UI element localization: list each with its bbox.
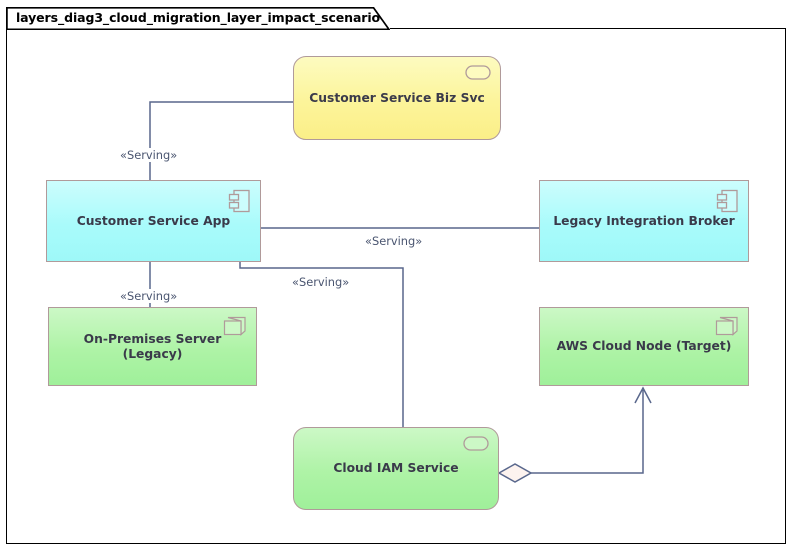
node-label: Customer Service App xyxy=(76,213,231,228)
connector-label-iam-to-app: «Serving» xyxy=(289,275,353,289)
connector-label-app-to-onprem: «Serving» xyxy=(117,289,181,303)
title-tab-shape xyxy=(6,7,391,30)
service-pill-icon xyxy=(463,436,489,451)
node-box-icon xyxy=(715,316,739,339)
node-box-icon xyxy=(223,316,247,339)
component-icon xyxy=(228,189,251,214)
node-label: Customer Service Biz Svc xyxy=(309,90,485,105)
node-label: AWS Cloud Node (Target) xyxy=(556,339,732,354)
service-pill-icon xyxy=(465,65,491,80)
node-legacy-integration-broker[interactable]: Legacy Integration Broker xyxy=(539,180,749,262)
node-customer-service-app[interactable]: Customer Service App xyxy=(46,180,261,262)
node-on-premises-server-legacy[interactable]: On-Premises Server (Legacy) xyxy=(48,307,257,386)
node-customer-service-biz-svc[interactable]: Customer Service Biz Svc xyxy=(293,56,501,140)
component-icon xyxy=(716,189,739,214)
diagram-title: layers_diag3_cloud_migration_layer_impac… xyxy=(16,10,381,25)
node-label: Cloud IAM Service xyxy=(333,461,459,476)
node-label: On-Premises Server (Legacy) xyxy=(83,331,222,361)
diagram-title-tab[interactable]: layers_diag3_cloud_migration_layer_impac… xyxy=(6,7,391,30)
connector-label-biz-svc-to-app: «Serving» xyxy=(117,148,181,162)
node-aws-cloud-node-target[interactable]: AWS Cloud Node (Target) xyxy=(539,307,749,386)
node-cloud-iam-service[interactable]: Cloud IAM Service xyxy=(293,427,499,510)
node-label: Legacy Integration Broker xyxy=(553,213,735,228)
connector-label-broker-to-app: «Serving» xyxy=(362,234,426,248)
